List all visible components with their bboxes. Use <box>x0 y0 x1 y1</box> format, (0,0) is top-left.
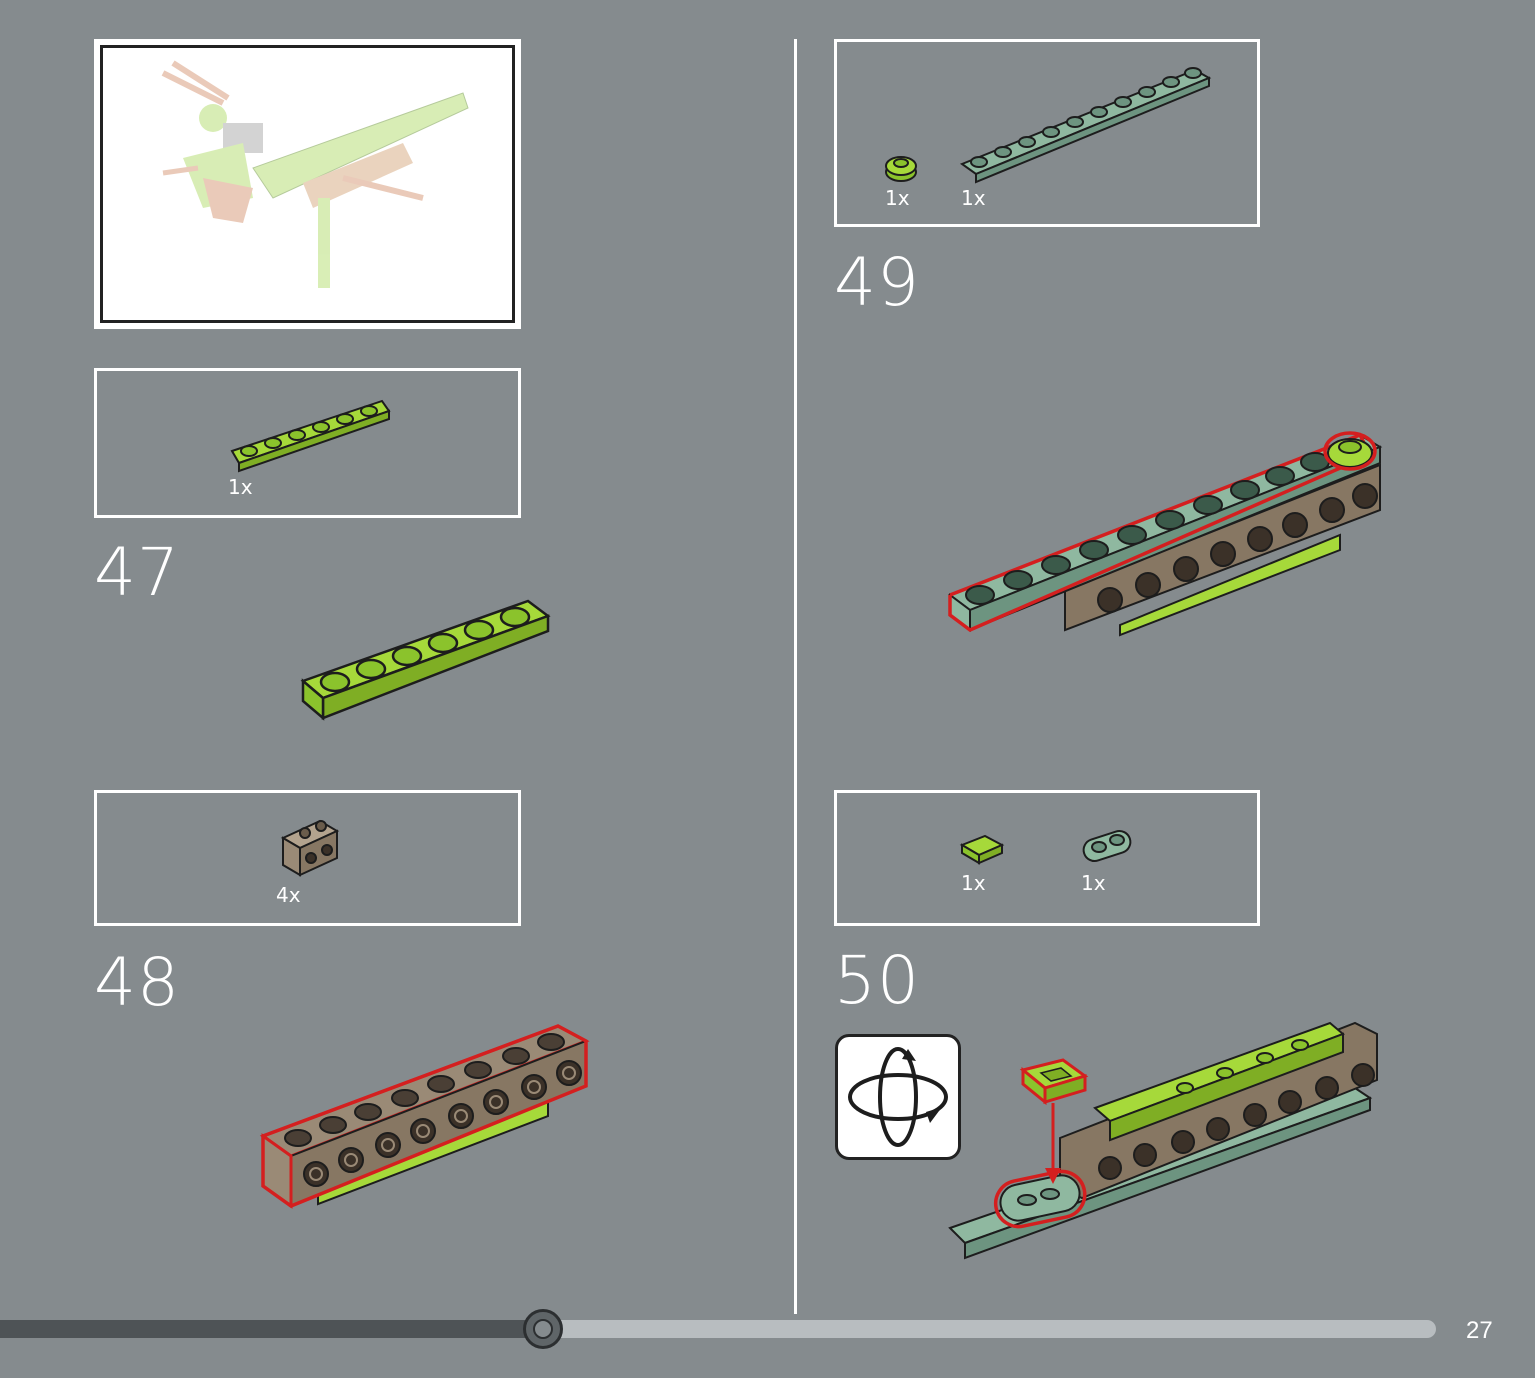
step-47-part-qty: 1x <box>228 475 253 499</box>
step-47-assembly <box>300 599 551 721</box>
step-49-part-2-qty: 1x <box>961 186 986 210</box>
step-48-number: 48 <box>94 944 180 1021</box>
page-number: 27 <box>1466 1317 1493 1344</box>
step-50-assembly <box>948 1021 1378 1260</box>
step-47-number: 47 <box>94 534 180 611</box>
mantis-preview-image <box>161 60 469 288</box>
model-preview-frame <box>94 39 521 329</box>
step-50-part-1-qty: 1x <box>961 871 986 895</box>
page-column-divider <box>794 39 797 1314</box>
progress-fill <box>0 1320 545 1338</box>
lime-tile-part <box>959 834 1005 865</box>
lime-plate-1x6-part <box>230 399 391 473</box>
step-48-part-qty: 4x <box>276 883 301 907</box>
rotate-arrows-icon <box>848 1047 948 1147</box>
step-50-parts-box: 1x 1x <box>834 790 1260 926</box>
sand-green-plate-part <box>959 67 1212 184</box>
step-50-part-2-qty: 1x <box>1081 871 1106 895</box>
step-48-parts-box: 4x <box>94 790 521 926</box>
model-preview <box>100 45 515 323</box>
step-47-parts-box: 1x <box>94 368 521 518</box>
rotate-model-icon <box>835 1034 961 1160</box>
progress-track <box>540 1320 1436 1338</box>
progress-knob <box>523 1309 563 1349</box>
step-48-assembly <box>259 1024 590 1209</box>
tan-brick-part <box>280 819 340 877</box>
lime-round-plate-part <box>885 156 917 182</box>
step-49-number: 49 <box>834 244 920 321</box>
step-49-assembly <box>947 431 1383 637</box>
sand-green-rounded-plate-part <box>1082 829 1132 863</box>
step-50-number: 50 <box>834 942 920 1019</box>
step-49-part-1-qty: 1x <box>885 186 910 210</box>
step-49-parts-box: 1x 1x <box>834 39 1260 227</box>
